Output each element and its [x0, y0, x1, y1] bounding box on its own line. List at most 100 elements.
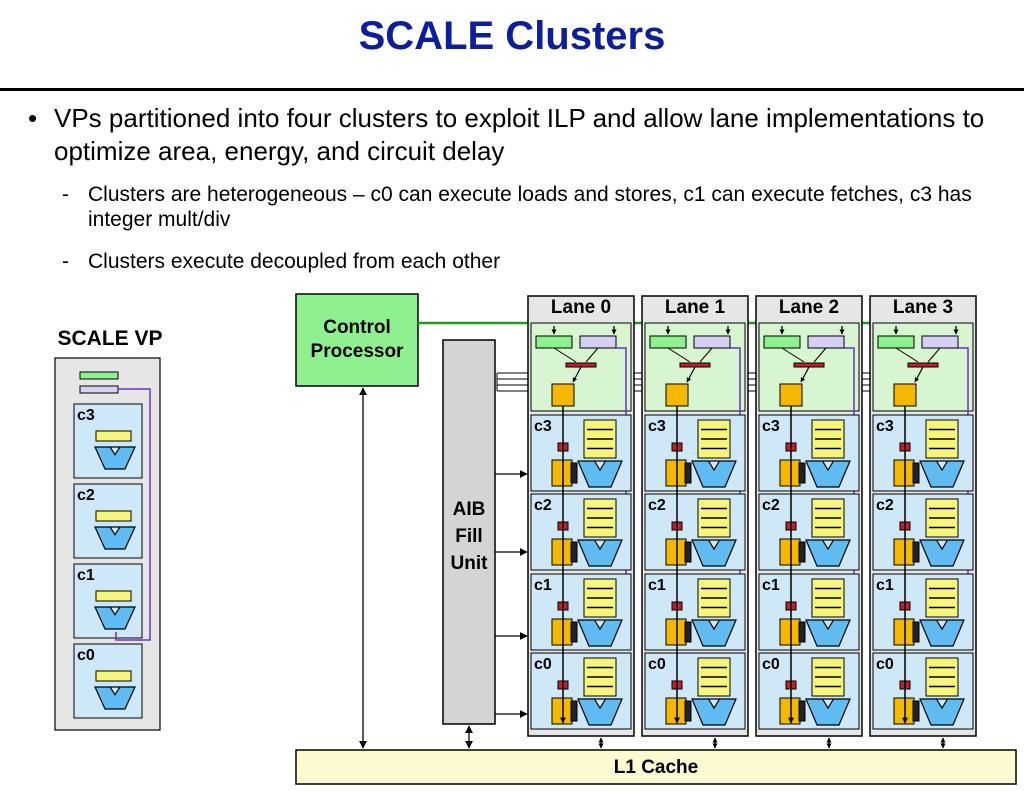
mux-to-cache	[800, 366, 810, 383]
lane-cluster	[644, 652, 746, 730]
cluster-instruction-buffer	[665, 697, 687, 725]
cluster-alu	[805, 460, 851, 488]
cluster-instruction-buffer	[893, 697, 915, 725]
cluster-alu	[805, 539, 851, 567]
title-divider	[0, 88, 1024, 91]
cluster-transport-unit	[798, 621, 806, 643]
cluster-register-file	[697, 578, 731, 618]
vp-fetch-queue	[693, 335, 731, 349]
mux-to-cache	[686, 366, 696, 383]
cluster-transport-unit	[684, 700, 692, 722]
vp-cluster-alu	[94, 686, 136, 710]
lane-cluster-label: c3	[762, 418, 780, 435]
cluster-transport-unit	[912, 621, 920, 643]
lane-cluster	[530, 573, 632, 651]
sub-bullet-text: Clusters execute decoupled from each oth…	[88, 250, 501, 273]
l1-cache-label: L1 Cache	[613, 757, 699, 778]
cluster-transport-unit	[570, 621, 578, 643]
lane-cluster	[758, 414, 860, 492]
cluster-register-file	[583, 657, 617, 697]
lane-cluster-label: c3	[648, 418, 666, 435]
vp-nextvp-link	[115, 388, 151, 641]
aib-cache-block	[665, 383, 689, 407]
vp-command-queue	[763, 335, 801, 349]
lane-cluster	[530, 414, 632, 492]
cluster-register-file	[925, 419, 959, 459]
lane-cluster-label: c2	[762, 497, 780, 514]
vp-cluster-alu	[94, 606, 136, 630]
queue-to-mux	[895, 347, 919, 363]
lane-cluster	[644, 573, 746, 651]
queue-to-mux	[813, 347, 827, 363]
lane-cluster	[872, 414, 974, 492]
cluster-instruction-buffer	[551, 697, 573, 725]
vp-cluster-register	[95, 590, 132, 602]
queue-to-mux	[585, 347, 599, 363]
lane-cluster-label: c0	[762, 656, 780, 673]
vp-title: SCALE VP	[57, 327, 163, 350]
lane-cluster	[530, 652, 632, 730]
lane-cluster	[872, 493, 974, 571]
lane-cluster-label: c1	[762, 577, 780, 594]
cluster-register-file	[697, 657, 731, 697]
vp-fetch-register	[79, 385, 119, 394]
cluster-transport-unit	[570, 541, 578, 563]
cluster-transport-unit	[912, 700, 920, 722]
aib-cache-block	[551, 383, 575, 407]
lane-cluster-label: c0	[876, 656, 894, 673]
cluster-transport-unit	[684, 621, 692, 643]
lane-cluster-label: c1	[876, 577, 894, 594]
cluster-alu	[691, 539, 737, 567]
lane	[755, 295, 863, 749]
l1-cache	[295, 749, 1017, 785]
cluster-register-file	[925, 498, 959, 538]
vp-cluster-label: c0	[77, 647, 95, 664]
cluster-alu	[691, 698, 737, 726]
queue-to-mux	[699, 347, 713, 363]
cluster-instruction-buffer	[779, 538, 801, 566]
cluster-instruction-buffer	[779, 618, 801, 646]
cluster-instruction-buffer	[665, 618, 687, 646]
cluster-instruction-buffer	[551, 459, 573, 487]
cluster-register-file	[583, 498, 617, 538]
cluster-alu	[577, 539, 623, 567]
queue-to-mux	[667, 347, 691, 363]
cluster-instruction-buffer	[779, 697, 801, 725]
lane	[641, 295, 749, 749]
vp-cluster-register	[95, 430, 132, 442]
issue-mux	[679, 362, 711, 368]
lane-title: Lane 0	[550, 297, 612, 318]
cluster-instruction-buffer	[893, 459, 915, 487]
cluster-instruction-buffer	[893, 618, 915, 646]
lane-cluster-label: c1	[648, 577, 666, 594]
mux-to-cache	[914, 366, 924, 383]
queue-to-mux	[553, 347, 577, 363]
vp-cluster-alu	[94, 446, 136, 470]
cluster-transport-unit	[684, 541, 692, 563]
cluster-instruction-buffer	[665, 459, 687, 487]
vp-command-queue	[649, 335, 687, 349]
cluster-transport-unit	[684, 462, 692, 484]
cluster-alu	[919, 698, 965, 726]
cluster-transport-unit	[912, 541, 920, 563]
sub-bullet-marker: -	[62, 250, 69, 273]
lane-cluster	[872, 573, 974, 651]
vp-cluster-alu	[94, 526, 136, 550]
aib-fill-unit-label: AIB Fill Unit	[450, 499, 488, 574]
lane-cluster-label: c2	[648, 497, 666, 514]
lane-cluster	[758, 573, 860, 651]
cluster-instruction-buffer	[893, 538, 915, 566]
lane-cluster	[872, 652, 974, 730]
bullet-marker: •	[28, 103, 38, 133]
lane-cluster-label: c0	[534, 656, 552, 673]
aib-cache-block	[893, 383, 917, 407]
cluster-register-file	[811, 498, 845, 538]
slide-title: SCALE Clusters	[358, 14, 666, 58]
cluster-transport-unit	[798, 462, 806, 484]
cluster-instruction-buffer	[551, 538, 573, 566]
vp-command-queue	[535, 335, 573, 349]
issue-mux	[565, 362, 597, 368]
cluster-transport-unit	[798, 700, 806, 722]
lane-title: Lane 1	[664, 297, 726, 318]
lane-cluster-label: c3	[534, 418, 552, 435]
